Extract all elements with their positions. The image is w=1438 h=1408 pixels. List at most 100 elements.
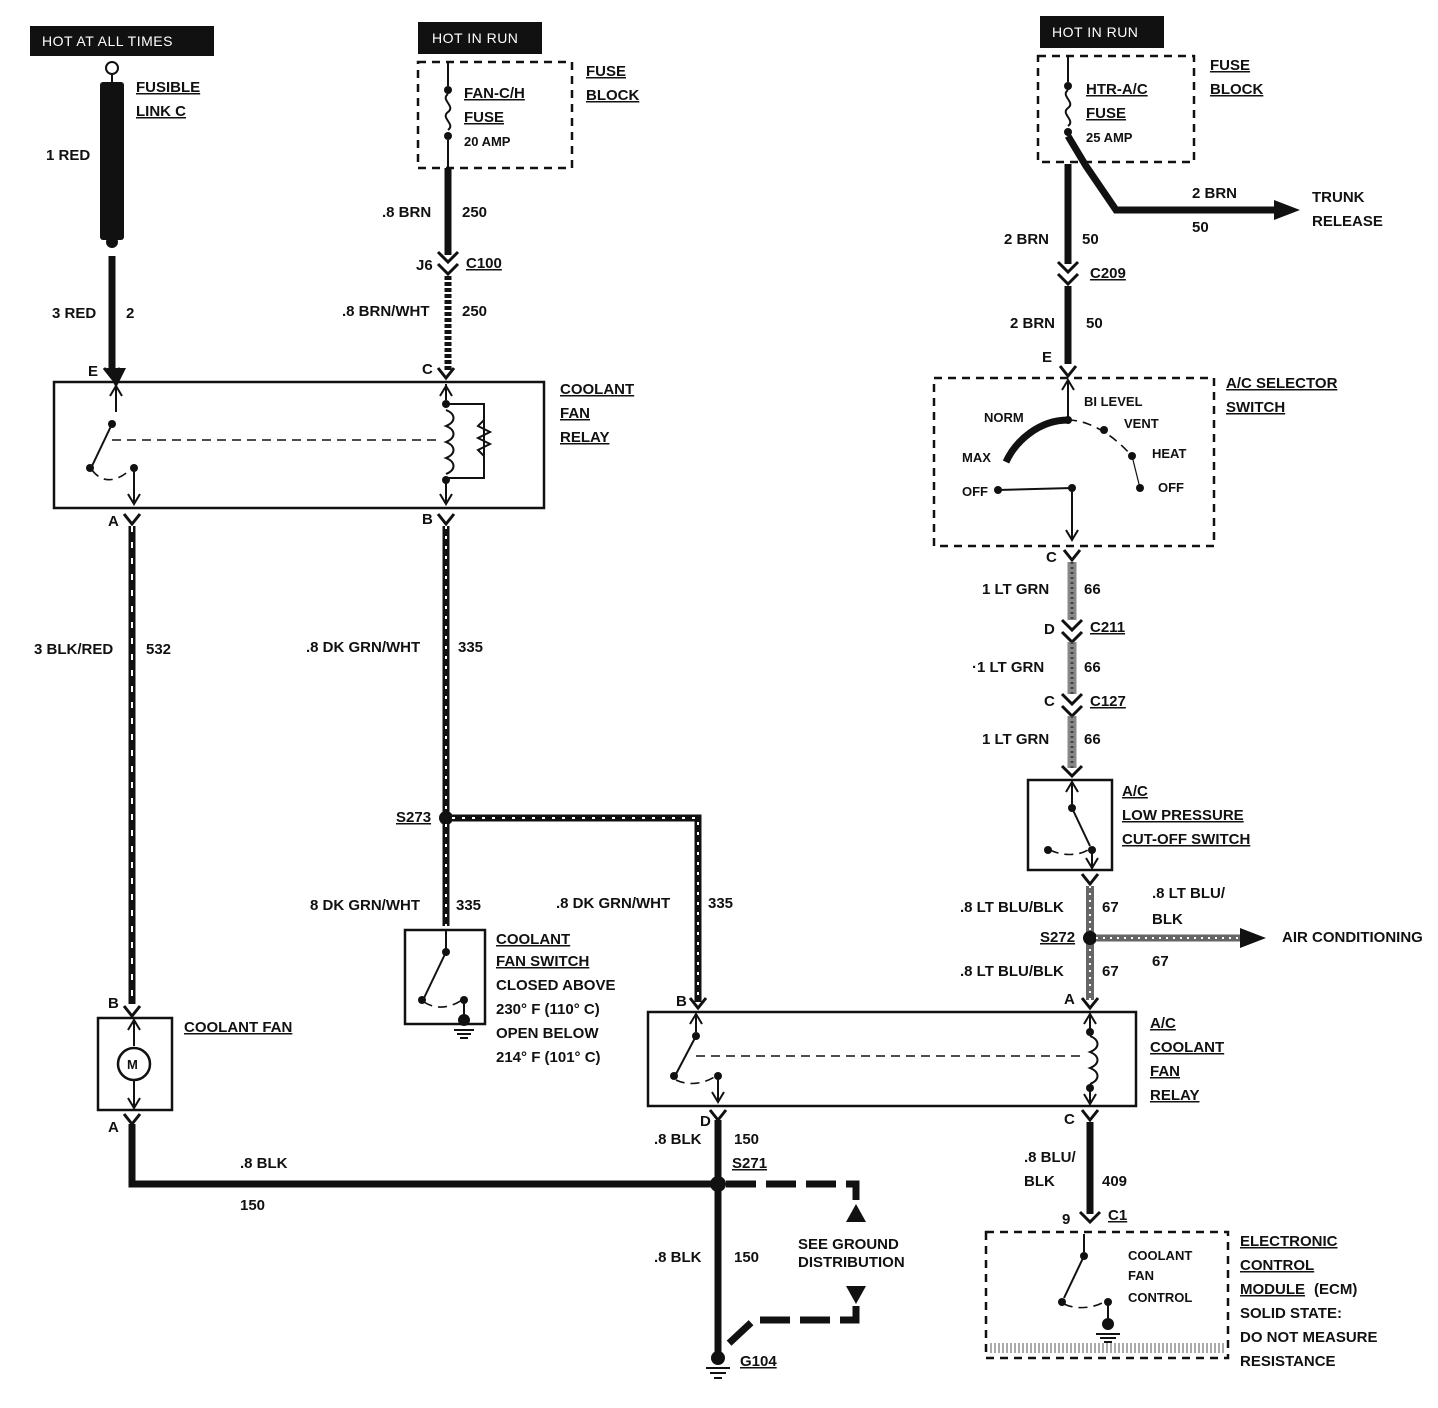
ac-selector-switch [932,376,1216,548]
svg-text:FAN-C/H: FAN-C/H [464,85,525,102]
wire-label: 1 RED [46,147,90,164]
svg-text:HOT IN RUN: HOT IN RUN [1052,24,1138,40]
svg-text:.8 LT BLU/BLK: .8 LT BLU/BLK [960,899,1064,916]
svg-text:25 AMP: 25 AMP [1086,130,1133,145]
svg-text:2 BRN: 2 BRN [1004,231,1049,248]
svg-text:.8 LT BLU/BLK: .8 LT BLU/BLK [960,963,1064,980]
svg-text:AIR CONDITIONING: AIR CONDITIONING [1282,929,1423,946]
svg-text:BLOCK: BLOCK [1210,81,1263,98]
svg-text:BLOCK: BLOCK [586,87,639,104]
svg-text:335: 335 [456,897,481,914]
svg-text:.8 BLU/: .8 BLU/ [1024,1149,1077,1166]
svg-text:LINK C: LINK C [136,103,186,120]
svg-text:(ECM): (ECM) [1314,1281,1357,1298]
svg-text:66: 66 [1084,731,1101,748]
svg-text:BLK: BLK [1024,1173,1055,1190]
coolant-fan-motor [96,1016,174,1112]
svg-text:.8 BLK: .8 BLK [654,1131,702,1148]
svg-text:COOLANT: COOLANT [560,381,634,398]
svg-text:RELAY: RELAY [560,429,609,446]
svg-text:SWITCH: SWITCH [1226,399,1285,416]
svg-text:C1: C1 [1108,1207,1127,1224]
svg-text:DISTRIBUTION: DISTRIBUTION [798,1254,905,1271]
svg-text:.8 BLK: .8 BLK [654,1249,702,1266]
svg-text:2 BRN: 2 BRN [1192,185,1237,202]
svg-text:FAN: FAN [1150,1063,1180,1080]
svg-text:.8 LT BLU/: .8 LT BLU/ [1152,885,1226,902]
svg-text:C211: C211 [1090,619,1125,636]
svg-text:67: 67 [1102,899,1119,916]
hot-in-run-tag-1: HOT IN RUN [418,22,542,54]
motor-icon: M [127,1057,138,1072]
svg-text:COOLANT: COOLANT [496,931,570,948]
svg-text:67: 67 [1152,953,1169,970]
svg-text:250: 250 [462,204,487,221]
svg-text:A/C SELECTOR: A/C SELECTOR [1226,375,1338,392]
svg-text:1 LT GRN: 1 LT GRN [982,581,1049,598]
svg-text:D: D [700,1113,711,1130]
svg-text:BLK: BLK [1152,911,1183,928]
svg-text:BI LEVEL: BI LEVEL [1084,394,1143,409]
hot-at-all-times-tag: HOT AT ALL TIMES [30,26,214,56]
svg-text:VENT: VENT [1124,416,1159,431]
svg-text:E: E [1042,349,1052,366]
svg-text:CONTROL: CONTROL [1128,1290,1192,1305]
svg-text:FAN: FAN [560,405,590,422]
svg-text:335: 335 [708,895,733,912]
svg-text:COOLANT FAN: COOLANT FAN [184,1019,292,1036]
svg-text:66: 66 [1084,581,1101,598]
svg-text:C127: C127 [1090,693,1126,710]
svg-text:HTR-A/C: HTR-A/C [1086,81,1148,98]
svg-text:409: 409 [1102,1173,1127,1190]
svg-text:C: C [1046,549,1057,566]
svg-text:150: 150 [734,1249,759,1266]
svg-text:CLOSED ABOVE: CLOSED ABOVE [496,977,615,994]
svg-text:B: B [676,993,687,1010]
svg-text:J6: J6 [416,257,433,274]
svg-text:HOT AT ALL TIMES: HOT AT ALL TIMES [42,33,173,49]
svg-text:2: 2 [126,305,134,322]
svg-text:DO NOT MEASURE: DO NOT MEASURE [1240,1329,1378,1346]
svg-text:SOLID STATE:: SOLID STATE: [1240,1305,1342,1322]
splice-s272 [1083,931,1097,945]
svg-text:FUSE: FUSE [1210,57,1250,74]
svg-text:COOLANT: COOLANT [1128,1248,1192,1263]
svg-text:HOT IN RUN: HOT IN RUN [432,30,518,46]
svg-text:MAX: MAX [962,450,991,465]
hot-in-run-tag-2: HOT IN RUN [1040,16,1164,48]
fusible-link [100,82,124,240]
svg-text:C: C [422,361,433,378]
svg-text:C209: C209 [1090,265,1126,282]
svg-text:214° F (101° C): 214° F (101° C) [496,1049,601,1066]
svg-text:.8 BRN/WHT: .8 BRN/WHT [342,303,430,320]
coolant-fan-relay [52,380,546,510]
svg-text:9: 9 [1062,1211,1070,1228]
svg-text:335: 335 [458,639,483,656]
svg-text:NORM: NORM [984,410,1024,425]
svg-text:50: 50 [1192,219,1209,236]
splice-s273 [439,811,453,825]
svg-text:8 DK GRN/WHT: 8 DK GRN/WHT [310,897,420,914]
svg-text:A/C: A/C [1122,783,1148,800]
svg-text:S272: S272 [1040,929,1075,946]
svg-text:2 BRN: 2 BRN [1010,315,1055,332]
svg-text:A: A [108,1119,119,1136]
svg-text:RELEASE: RELEASE [1312,213,1383,230]
svg-text:CUT-OFF SWITCH: CUT-OFF SWITCH [1122,831,1250,848]
svg-text:FUSE: FUSE [464,109,504,126]
svg-text:67: 67 [1102,963,1119,980]
svg-text:ELECTRONIC: ELECTRONIC [1240,1233,1338,1250]
svg-text:532: 532 [146,641,171,658]
svg-text:A: A [108,513,119,530]
svg-text:66: 66 [1084,659,1101,676]
svg-text:FAN: FAN [1128,1268,1154,1283]
svg-text:OFF: OFF [1158,480,1184,495]
svg-text:FUSE: FUSE [1086,105,1126,122]
svg-text:TRUNK: TRUNK [1312,189,1365,206]
svg-text:FUSE: FUSE [586,63,626,80]
svg-text:230° F (110° C): 230° F (110° C) [496,1001,600,1018]
svg-text:50: 50 [1082,231,1099,248]
svg-text:·1 LT GRN: ·1 LT GRN [972,659,1044,676]
svg-text:D: D [1044,621,1055,638]
